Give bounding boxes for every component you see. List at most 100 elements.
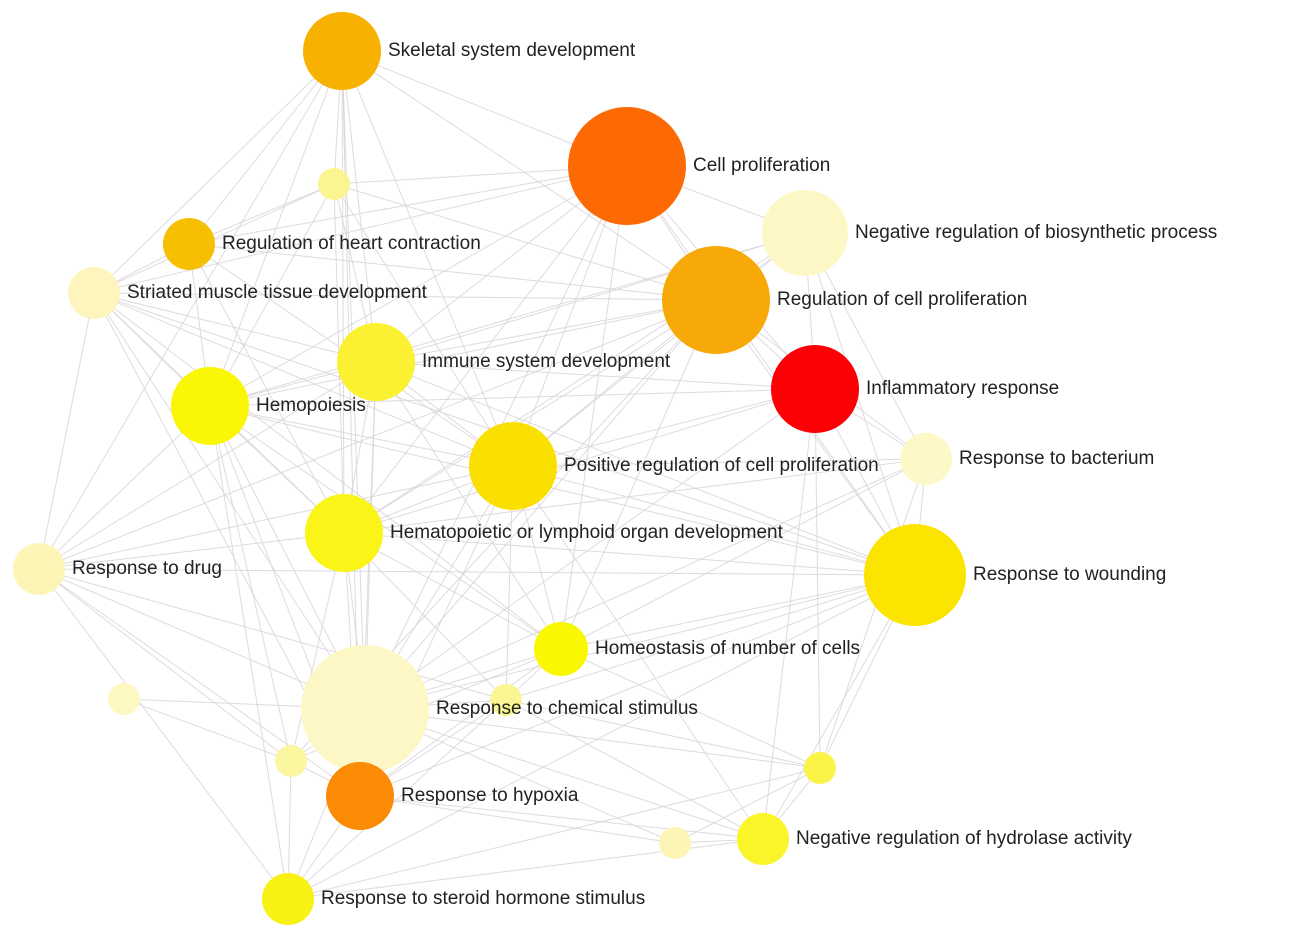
edge-cellprolif-heart [188, 165, 628, 245]
edge-inflam-smallE [814, 388, 821, 769]
edge-striated-drug [38, 292, 95, 570]
edge-posreg-hydrolase [512, 465, 764, 840]
node-smallA[interactable] [318, 168, 350, 200]
edge-wound-hypoxia [359, 574, 916, 797]
edge-bacterium-chem [364, 458, 927, 710]
edge-immune-wound [375, 361, 916, 576]
node-wound[interactable] [864, 524, 966, 626]
edge-smallE-smallF [674, 767, 821, 844]
edge-chem-hydrolase [364, 708, 764, 840]
edge-drug-smallD [38, 568, 292, 762]
node-bacterium[interactable] [900, 433, 952, 485]
node-layer [13, 12, 966, 925]
label-hemo: Hemopoiesis [256, 395, 366, 416]
node-heart[interactable] [163, 218, 215, 270]
edge-inflam-hemato [343, 388, 816, 534]
edge-negbio-wound [804, 232, 916, 576]
edge-hemo-smallD [209, 405, 292, 762]
edge-regcell-hemato [343, 299, 717, 534]
node-drug[interactable] [13, 543, 65, 595]
edge-cellprolif-hemato [343, 165, 628, 534]
edge-regcell-immune [375, 299, 717, 363]
label-hemato: Hematopoietic or lymphoid organ developm… [390, 522, 784, 543]
edge-smallB-smallD [123, 698, 292, 762]
node-smallB[interactable] [108, 683, 140, 715]
edge-cellprolif-hemo [209, 165, 628, 407]
node-striated[interactable] [68, 267, 120, 319]
label-wound: Response to wounding [973, 564, 1166, 585]
edge-wound-smallC [505, 574, 916, 701]
node-smallE[interactable] [804, 752, 836, 784]
node-smallF[interactable] [659, 827, 691, 859]
edge-immune-homeo [375, 361, 562, 650]
edge-chem-smallE [364, 708, 821, 769]
edge-hypoxia-smallF [359, 795, 676, 844]
node-inflam[interactable] [771, 345, 859, 433]
edge-smallC-smallE [505, 699, 821, 769]
edge-hemo-wound [209, 405, 916, 576]
edge-bacterium-hemato [343, 458, 927, 534]
edge-bacterium-posreg [512, 458, 927, 467]
edge-skeletal-hemato [341, 50, 345, 534]
edge-striated-chem [93, 292, 366, 710]
edge-smallA-heart [188, 183, 335, 245]
label-skeletal: Skeletal system development [388, 40, 636, 61]
edge-inflam-hemo [209, 388, 816, 407]
label-chem: Response to chemical stimulus [436, 698, 698, 719]
label-cellprolif: Cell proliferation [693, 155, 830, 176]
label-posreg: Positive regulation of cell proliferatio… [564, 455, 879, 476]
edge-skeletal-heart [188, 50, 343, 245]
edge-hemo-posreg [209, 405, 514, 467]
node-chem[interactable] [301, 645, 429, 773]
edge-drug-wound [38, 568, 916, 576]
edge-striated-posreg [93, 292, 514, 467]
node-hemato[interactable] [305, 494, 383, 572]
edge-immune-drug [38, 361, 377, 570]
edge-skeletal-immune [341, 50, 377, 363]
edge-regcell-homeo [560, 299, 717, 650]
edge-bacterium-smallE [819, 458, 927, 769]
node-hydrolase[interactable] [737, 813, 789, 865]
edge-smallC-hydrolase [505, 699, 764, 840]
label-hypoxia: Response to hypoxia [401, 785, 579, 806]
label-steroid: Response to steroid hormone stimulus [321, 888, 645, 909]
node-cellprolif[interactable] [568, 107, 686, 225]
node-hemo[interactable] [171, 367, 249, 445]
edge-cellprolif-striated [93, 165, 628, 294]
node-posreg[interactable] [469, 422, 557, 510]
edge-inflam-posreg [512, 388, 816, 467]
edge-regcell-drug [38, 299, 717, 570]
node-steroid[interactable] [262, 873, 314, 925]
node-regcell[interactable] [662, 246, 770, 354]
node-negbio[interactable] [762, 190, 848, 276]
node-immune[interactable] [337, 323, 415, 401]
edge-inflam-chem [364, 388, 816, 710]
edge-hemo-drug [38, 405, 211, 570]
label-hydrolase: Negative regulation of hydrolase activit… [796, 828, 1132, 849]
edge-cellprolif-wound [626, 165, 916, 576]
node-hypoxia[interactable] [326, 762, 394, 830]
label-drug: Response to drug [72, 558, 222, 579]
label-immune: Immune system development [422, 351, 671, 372]
edge-skeletal-drug [38, 50, 343, 570]
label-bacterium: Response to bacterium [959, 448, 1154, 469]
edge-heart-regcell [188, 243, 717, 301]
edge-smallA-regcell [333, 183, 717, 301]
edge-drug-steroid [38, 568, 289, 900]
edge-regcell-hemo [209, 299, 717, 407]
edge-skeletal-striated [93, 50, 343, 294]
edge-posreg-drug [38, 465, 514, 570]
node-smallD[interactable] [275, 745, 307, 777]
edge-hemo-steroid [209, 405, 289, 900]
edge-striated-regcell [93, 292, 717, 301]
node-skeletal[interactable] [303, 12, 381, 90]
edge-heart-hemato [188, 243, 345, 534]
node-homeo[interactable] [534, 622, 588, 676]
edge-skeletal-posreg [341, 50, 514, 467]
label-striated: Striated muscle tissue development [127, 282, 428, 303]
edge-cellprolif-homeo [560, 165, 628, 650]
node-smallC[interactable] [490, 684, 522, 716]
edge-regcell-chem [364, 299, 717, 710]
